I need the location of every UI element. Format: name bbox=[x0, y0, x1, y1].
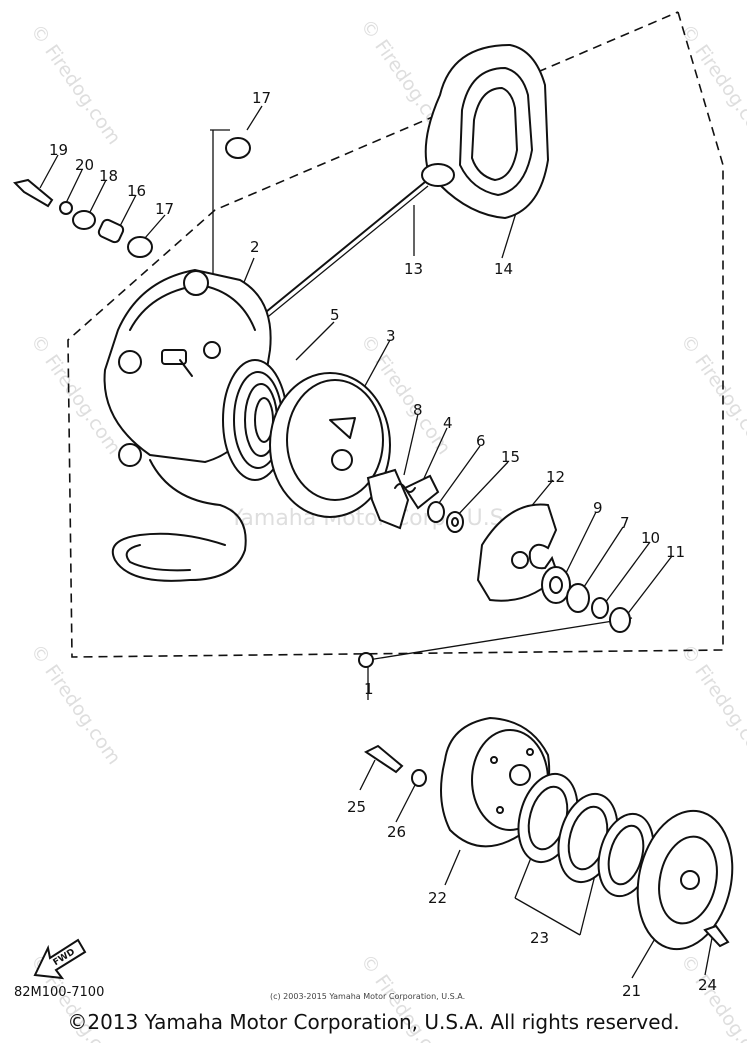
callout-22: 22 bbox=[428, 889, 447, 907]
callout-4: 4 bbox=[443, 414, 453, 432]
callout-labels: 1 2 3 4 5 6 7 8 9 10 11 12 13 14 15 16 1… bbox=[49, 89, 717, 1000]
callout-16: 16 bbox=[127, 182, 146, 200]
callout-11: 11 bbox=[666, 543, 685, 561]
diagram-copyright: (c) 2003-2015 Yamaha Motor Corporation, … bbox=[270, 992, 466, 1001]
cover-plate bbox=[636, 809, 734, 951]
callout-14: 14 bbox=[494, 260, 513, 278]
callout-17a: 17 bbox=[252, 89, 271, 107]
callout-7: 7 bbox=[620, 514, 630, 532]
watermark: © Firedog.com bbox=[676, 640, 747, 768]
pulley-fasteners bbox=[364, 744, 730, 948]
drive-pulley bbox=[269, 372, 391, 518]
drive-plate bbox=[476, 503, 560, 602]
callout-26: 26 bbox=[387, 823, 406, 841]
watermark: © Firedog.com bbox=[676, 330, 747, 458]
callout-18: 18 bbox=[99, 167, 118, 185]
callout-6: 6 bbox=[476, 432, 486, 450]
callout-9: 9 bbox=[593, 499, 603, 517]
starter-handle bbox=[421, 43, 550, 220]
callout-19: 19 bbox=[49, 141, 68, 159]
fwd-arrow: FWD bbox=[33, 938, 87, 980]
callout-13: 13 bbox=[404, 260, 423, 278]
small-washers bbox=[427, 501, 464, 533]
copyright-footer: ©2013 Yamaha Motor Corporation, U.S.A. A… bbox=[67, 1010, 680, 1034]
pawl-assembly bbox=[366, 468, 440, 530]
callout-1: 1 bbox=[364, 680, 374, 698]
watermark: © Firedog.com bbox=[26, 20, 125, 148]
callout-8: 8 bbox=[413, 401, 423, 419]
callout-3: 3 bbox=[386, 327, 396, 345]
starter-rope bbox=[249, 181, 429, 330]
callout-25: 25 bbox=[347, 798, 366, 816]
callout-15: 15 bbox=[501, 448, 520, 466]
watermark: © Firedog.com bbox=[676, 20, 747, 148]
retaining-hardware bbox=[541, 566, 631, 633]
callout-12: 12 bbox=[546, 468, 565, 486]
callout-20: 20 bbox=[75, 156, 94, 174]
watermark: © Firedog.com bbox=[26, 640, 125, 768]
callout-2: 2 bbox=[250, 238, 260, 256]
leader-lines bbox=[39, 105, 713, 979]
callout-24: 24 bbox=[698, 976, 717, 994]
callout-17b: 17 bbox=[155, 200, 174, 218]
assembly-marker bbox=[358, 652, 374, 668]
callout-5: 5 bbox=[330, 306, 340, 324]
callout-10: 10 bbox=[641, 529, 660, 547]
callout-23: 23 bbox=[530, 929, 549, 947]
mounting-hardware bbox=[13, 137, 251, 258]
assembly-boundary bbox=[67, 11, 724, 658]
model-code: 82M100-7100 bbox=[14, 985, 105, 1000]
callout-21: 21 bbox=[622, 982, 641, 1000]
